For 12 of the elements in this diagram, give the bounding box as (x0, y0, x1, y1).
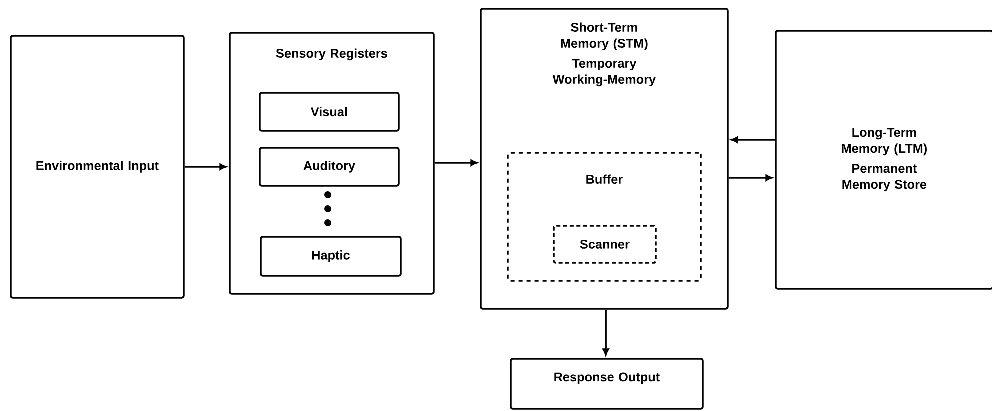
register-box: Visual (259, 92, 400, 132)
arrow (728, 174, 773, 182)
arrow (434, 160, 478, 166)
input-box: Environmental Input (10, 35, 185, 299)
arrow (602, 310, 610, 356)
scanner-box: Scanner (553, 225, 657, 264)
output-box: Response Output (510, 358, 704, 410)
register-box: Haptic (260, 236, 402, 277)
arrow (184, 164, 227, 170)
memory-box: Long-Term Memory (LTM) Permanent Memory Store (775, 30, 992, 290)
arrow (731, 136, 775, 144)
register-box: Auditory (259, 147, 400, 187)
